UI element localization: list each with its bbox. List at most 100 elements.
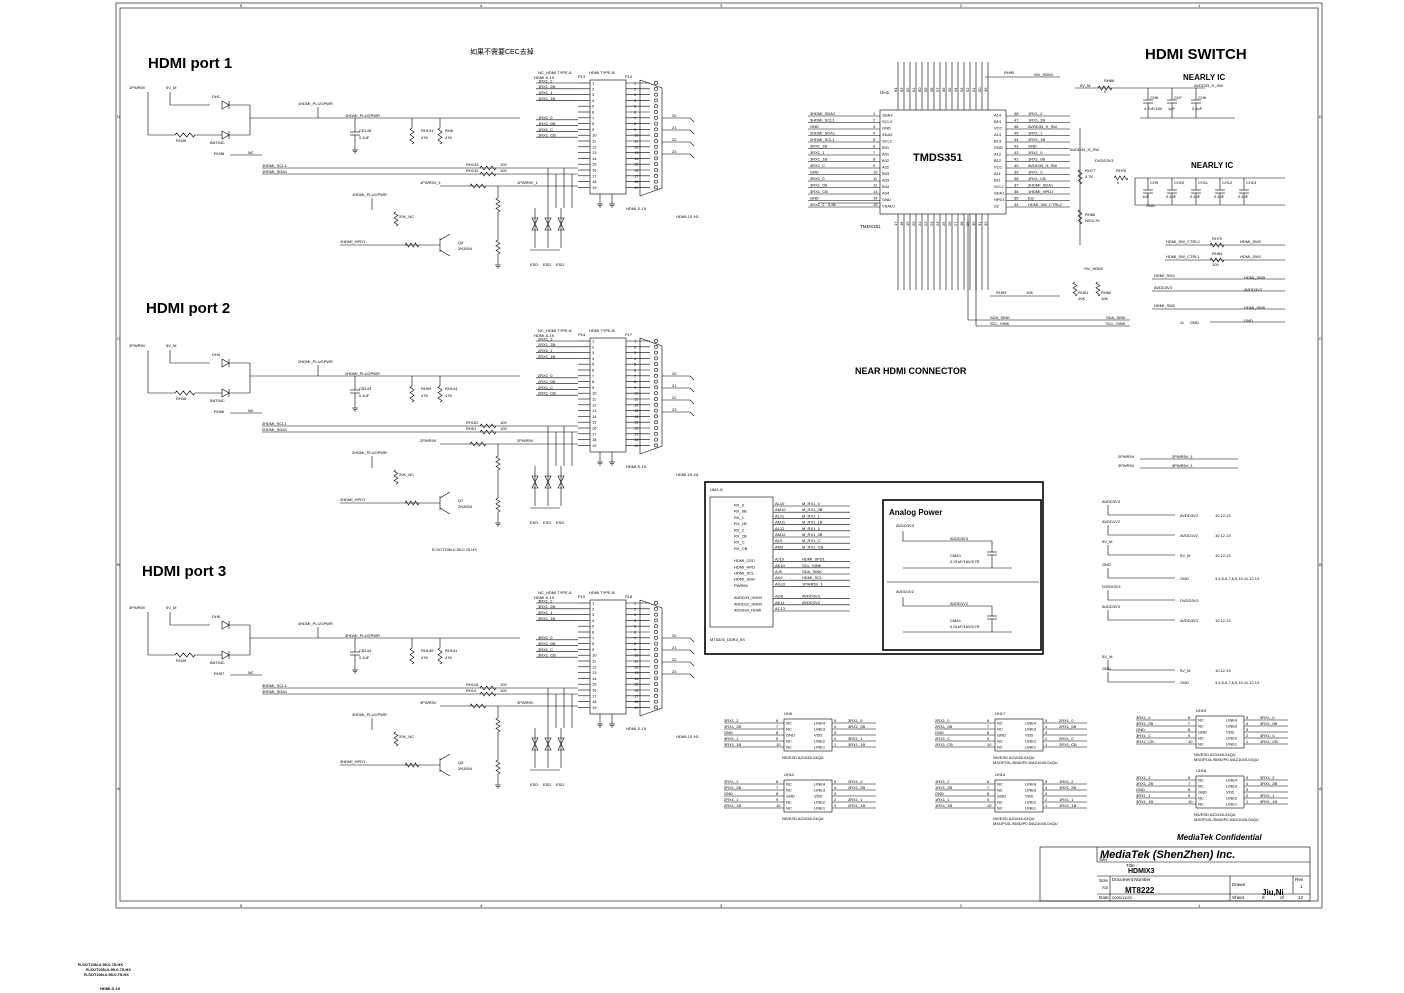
resistor	[479, 685, 497, 691]
wire	[229, 624, 251, 638]
esd-pin-r: LINE4	[814, 782, 826, 787]
pin-pad	[654, 86, 658, 91]
esd-pin-l: NC	[997, 788, 1003, 793]
esd-pin-num: 7	[776, 724, 779, 729]
rh86-value: NS/4.7K	[1085, 218, 1100, 223]
esd-pin-num-r: 1	[1246, 739, 1249, 744]
pin-number: 9	[634, 647, 637, 652]
avdd3v3-label2: AVDD3V3	[1244, 287, 1263, 292]
um1-net: M_RX1_CB	[802, 544, 823, 549]
pin-number: 13	[592, 150, 597, 155]
pin-number: 8	[634, 379, 637, 384]
ext-pin-number: 22	[672, 657, 677, 662]
um1-pin-name: HDMI_CEC	[734, 558, 755, 563]
grid-row-left: B	[117, 562, 120, 567]
ext-pin-number: 23	[672, 407, 677, 412]
esd-right-net: 2RX1_2B	[848, 785, 865, 790]
series-resistor-value: 100	[500, 688, 507, 693]
esd-diode	[544, 475, 552, 483]
v5-hdmi-label: +5V_HDMI	[1083, 266, 1103, 271]
connector-b	[639, 337, 663, 455]
resistor	[479, 423, 497, 429]
diode-type: BAT54C	[210, 140, 225, 145]
esd-label: ESD	[543, 262, 551, 267]
resistor	[495, 759, 501, 775]
pin-pad	[654, 664, 658, 669]
footnote-4: HDMI-S-19	[100, 986, 121, 991]
esd-pin-num-r: 1	[1246, 799, 1249, 804]
esd-diode	[544, 223, 552, 231]
esd-left-net: GND	[935, 791, 944, 796]
chip-top-pin: 57	[935, 87, 940, 92]
chip-pin-num: 34	[1014, 202, 1019, 207]
pin-pad	[654, 104, 658, 109]
pin-number: 17	[592, 693, 597, 698]
chip-pin-name: B13	[994, 139, 1002, 144]
analog-avdd3v3: AVDD3V3	[896, 523, 915, 528]
esd-right-net: 3RX1_0B	[1260, 721, 1277, 726]
chip-pin-num: 41	[1014, 157, 1019, 162]
um1-pin-name: RX_1	[734, 515, 745, 520]
rh81-label: RH81	[1078, 290, 1089, 295]
chip-left-net: 3RX1_CB	[810, 189, 828, 194]
um1-pin-name: AVSS33_HDMI	[734, 608, 761, 613]
rail-label: AVDD1V2	[1102, 519, 1121, 524]
diode-symbol	[221, 130, 230, 140]
pin-pad	[654, 179, 658, 184]
ext-pin-wire	[662, 673, 695, 679]
um1-ball: AL11	[775, 513, 785, 518]
diode-ref: DH4	[212, 352, 221, 357]
esd-left-net: GND	[935, 730, 944, 735]
rx-net-label: 1RX1_CB	[538, 133, 556, 138]
wire	[439, 233, 451, 241]
pin-number: 2	[592, 606, 595, 611]
esd-pin-num-r: 2	[834, 736, 837, 741]
chip-bottom-pin: 17	[893, 221, 898, 226]
near-connector-title: NEAR HDMI CONNECTOR	[855, 366, 967, 376]
esd-diode	[557, 223, 565, 231]
pin-number: 8	[592, 641, 595, 646]
pin-number: 3	[592, 92, 595, 97]
esd-left-net: 1RX1_1B	[935, 803, 952, 808]
rail-sheets: 10,12,13	[1215, 513, 1231, 518]
esd-pin-l: GND	[1198, 790, 1207, 795]
esd-diode	[531, 223, 539, 231]
pin-pad	[654, 443, 658, 448]
esd-pin-r: LINE2	[1025, 800, 1037, 805]
ext-pin-number: 22	[672, 395, 677, 400]
resistor	[174, 390, 196, 396]
esd-right-net: 3RX1_0	[1260, 715, 1275, 720]
chip-top-pin: 53	[959, 87, 964, 92]
title-box	[1039, 846, 1311, 902]
series-resistor: RH118	[466, 682, 479, 687]
pin-number: 10	[634, 133, 639, 138]
chip-pin-num: 9	[873, 163, 876, 168]
chip-pin-num: 44	[1014, 137, 1019, 142]
esd-right-net: 3RX1_1	[1260, 793, 1275, 798]
chip-bottom-pin: 31	[977, 221, 982, 226]
dvdd-label: DVDD3V3	[1095, 158, 1114, 163]
esd-ic-sub: MSOP10L/SMD/P0.5/AZ1045-04QU	[1194, 757, 1259, 762]
resistor	[479, 171, 497, 177]
um1-ball: AM10	[775, 507, 786, 512]
pin-number: 11	[634, 659, 639, 664]
esd-pin-num-r: 5	[1045, 718, 1048, 723]
chip-pin-name: B32	[882, 158, 890, 163]
esd-pin-r: LINE1	[814, 806, 826, 811]
pin-number: 6	[634, 368, 637, 373]
cap-ref: CB144	[359, 648, 372, 653]
pin-number: 19	[592, 443, 597, 448]
wire	[169, 350, 210, 364]
connector-a	[589, 79, 627, 195]
scl-sink-label2: SCL_SINK	[1106, 321, 1126, 326]
um1-ball: AM11	[775, 520, 786, 525]
esd-pin-r: LINE4	[1025, 782, 1037, 787]
analog-power-frame	[882, 499, 1042, 651]
esd-pin-num: 6	[1188, 775, 1191, 780]
esd-pin-r: LINE4	[814, 721, 826, 726]
esd-left-net: 3RX1_C	[1136, 733, 1151, 738]
